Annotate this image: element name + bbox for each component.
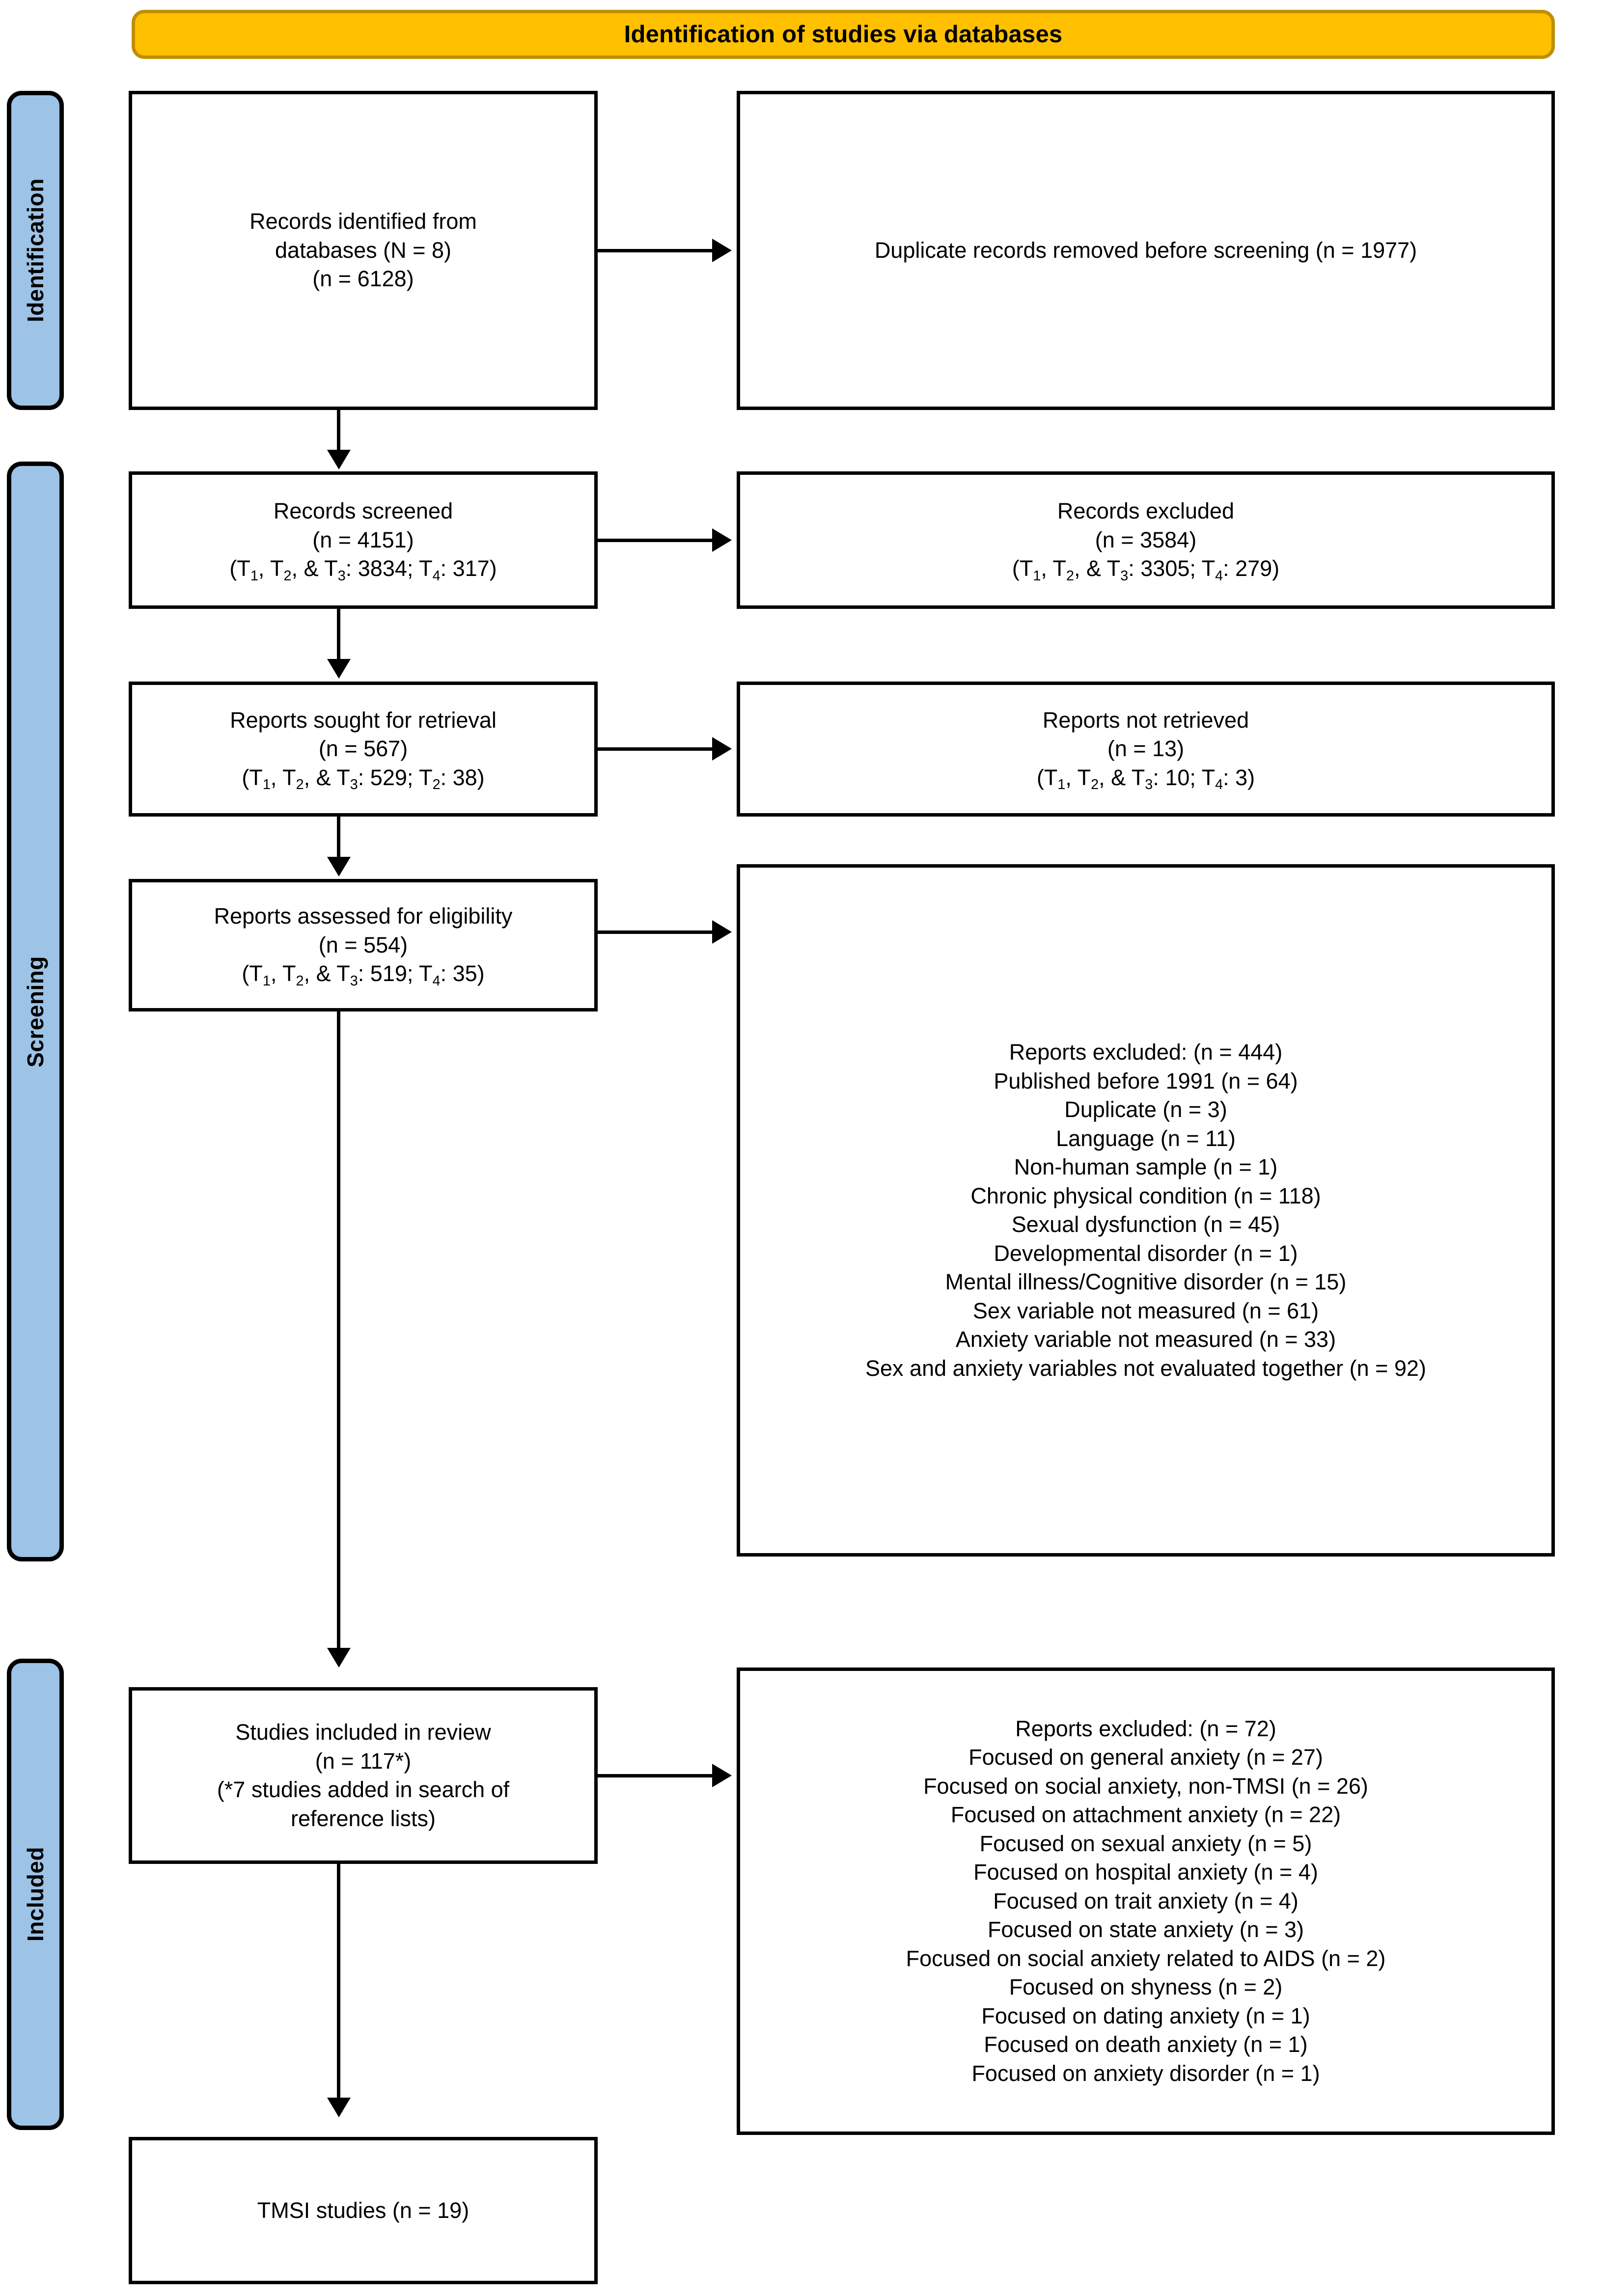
exclusion-reason: Focused on social anxiety related to AID… (906, 1945, 1386, 1971)
exclusion-reason: Focused on trait anxiety (n = 4) (993, 1888, 1299, 1913)
arrowhead-included-to-tmsi (327, 2098, 351, 2117)
studies-included-line1: Studies included in review (235, 1720, 491, 1745)
connector-included-to-excluded2 (598, 1774, 716, 1777)
exclusion-reason: Focused on sexual anxiety (n = 5) (979, 1831, 1312, 1856)
stage-identification-text: Identification (23, 178, 48, 323)
arrowhead-sought-to-assessed (327, 857, 351, 876)
connector-included-to-tmsi (337, 1864, 340, 2100)
exclusion-reason: Focused on death anxiety (n = 1) (984, 2032, 1308, 2057)
records-screened-line1: Records screened (273, 498, 453, 524)
stage-label-included: Included (7, 1659, 64, 2130)
reports-assessed-line2: (n = 554) (318, 932, 408, 957)
exclusion-reason: Sex and anxiety variables not evaluated … (865, 1355, 1426, 1381)
exclusion-reason: Focused on social anxiety, non-TMSI (n =… (923, 1773, 1368, 1799)
stage-label-identification: Identification (7, 91, 64, 410)
records-excluded-line1: Records excluded (1057, 498, 1235, 524)
reports-assessed-line1: Reports assessed for eligibility (214, 903, 513, 929)
arrowhead-screened-to-sought (327, 659, 351, 679)
records-identified-line3: (n = 6128) (312, 266, 414, 292)
box-records-screened: Records screened (n = 4151) (T1, T2, & T… (129, 471, 598, 609)
banner-title: Identification of studies via databases (624, 21, 1063, 48)
box-studies-included-in-review: Studies included in review (n = 117*) (*… (129, 1687, 598, 1864)
stage-included-text: Included (23, 1847, 48, 1942)
reports-excluded2-heading: Reports excluded: (n = 72) (1015, 1716, 1276, 1741)
records-excluded-line2: (n = 3584) (1095, 527, 1197, 552)
records-excluded-line3: (T1, T2, & T3: 3305; T4: 279) (1012, 556, 1280, 584)
connector-assessed-to-included (337, 1011, 340, 1650)
arrowhead-assessed-to-included (327, 1648, 351, 1667)
arrowhead-assessed-to-excluded (712, 920, 732, 944)
reports-excluded2-reasons: Focused on general anxiety (n = 27) Focus… (906, 1743, 1386, 2088)
records-screened-line3: (T1, T2, & T3: 3834; T4: 317) (229, 556, 497, 584)
exclusion-reason: Focused on dating anxiety (n = 1) (981, 2003, 1310, 2028)
connector-sought-to-not-retrieved (598, 747, 716, 751)
exclusion-reason: Focused on state anxiety (n = 3) (987, 1917, 1304, 1942)
exclusion-reason: Language (n = 11) (1056, 1125, 1236, 1151)
connector-identified-to-screened (337, 410, 340, 453)
records-identified-line2: databases (N = 8) (275, 237, 451, 263)
box-reports-sought-for-retrieval: Reports sought for retrieval (n = 567) (… (129, 682, 598, 817)
studies-included-line2: (n = 117*) (315, 1748, 412, 1774)
exclusion-reason: Focused on attachment anxiety (n = 22) (950, 1802, 1341, 1828)
box-tmsi-studies: TMSI studies (n = 19) (129, 2137, 598, 2284)
arrowhead-included-to-excluded2 (712, 1764, 732, 1787)
stage-screening-text: Screening (23, 956, 48, 1067)
exclusion-reason: Focused on shyness (n = 2) (1009, 1974, 1283, 2000)
exclusion-reason: Focused on general anxiety (n = 27) (968, 1745, 1323, 1770)
box-reports-not-retrieved: Reports not retrieved (n = 13) (T1, T2, … (737, 682, 1555, 817)
connector-sought-to-assessed (337, 817, 340, 860)
records-identified-line1: Records identified from (249, 209, 477, 234)
studies-included-line3: (*7 studies added in search of (217, 1777, 510, 1802)
box-reports-excluded-included: Reports excluded: (n = 72) Focused on ge… (737, 1667, 1555, 2135)
reports-not-retrieved-line1: Reports not retrieved (1042, 707, 1249, 733)
reports-assessed-line3: (T1, T2, & T3: 519; T4: 35) (242, 961, 485, 989)
exclusion-reason: Mental illness/Cognitive disorder (n = 1… (945, 1269, 1347, 1294)
box-duplicate-records-removed: Duplicate records removed before screeni… (737, 91, 1555, 410)
connector-assessed-to-excluded (598, 930, 716, 934)
reports-sought-line3: (T1, T2, & T3: 529; T2: 38) (242, 765, 485, 793)
box-reports-excluded-eligibility: Reports excluded: (n = 444) Published be… (737, 864, 1555, 1557)
diagram-banner: Identification of studies via databases (132, 10, 1555, 59)
arrowhead-identified-to-duplicates (712, 239, 732, 262)
arrowhead-sought-to-not-retrieved (712, 737, 732, 761)
reports-sought-line2: (n = 567) (318, 736, 408, 762)
reports-not-retrieved-line2: (n = 13) (1107, 736, 1185, 762)
records-screened-line2: (n = 4151) (312, 527, 414, 552)
exclusion-reason: Focused on hospital anxiety (n = 4) (973, 1859, 1318, 1885)
exclusion-reason: Non-human sample (n = 1) (1014, 1154, 1278, 1179)
exclusion-reason: Duplicate (n = 3) (1064, 1097, 1227, 1122)
connector-screened-to-excluded (598, 539, 716, 542)
reports-excluded-heading: Reports excluded: (n = 444) (1009, 1039, 1283, 1065)
exclusion-reason: Developmental disorder (n = 1) (994, 1240, 1298, 1266)
connector-identified-to-duplicates (598, 249, 716, 252)
box-records-identified: Records identified from databases (N = 8… (129, 91, 598, 410)
exclusion-reason: Anxiety variable not measured (n = 33) (955, 1327, 1336, 1352)
stage-label-screening: Screening (7, 462, 64, 1561)
connector-screened-to-sought (337, 609, 340, 662)
box-reports-assessed-for-eligibility: Reports assessed for eligibility (n = 55… (129, 879, 598, 1011)
reports-excluded-reasons: Published before 1991 (n = 64) Duplicate … (865, 1067, 1426, 1383)
box-records-excluded: Records excluded (n = 3584) (T1, T2, & T… (737, 471, 1555, 609)
exclusion-reason: Focused on anxiety disorder (n = 1) (971, 2060, 1320, 2086)
studies-included-line4: reference lists) (290, 1805, 436, 1831)
reports-not-retrieved-line3: (T1, T2, & T3: 10; T4: 3) (1036, 765, 1255, 793)
duplicates-removed-line1: Duplicate records removed before screeni… (874, 237, 1417, 263)
arrowhead-identified-to-screened (327, 450, 351, 469)
reports-sought-line1: Reports sought for retrieval (230, 707, 497, 733)
exclusion-reason: Chronic physical condition (n = 118) (970, 1183, 1321, 1208)
arrowhead-screened-to-excluded (712, 528, 732, 552)
exclusion-reason: Sexual dysfunction (n = 45) (1011, 1212, 1280, 1237)
tmsi-studies-line1: TMSI studies (n = 19) (257, 2197, 470, 2223)
exclusion-reason: Sex variable not measured (n = 61) (972, 1298, 1319, 1323)
exclusion-reason: Published before 1991 (n = 64) (994, 1068, 1298, 1093)
